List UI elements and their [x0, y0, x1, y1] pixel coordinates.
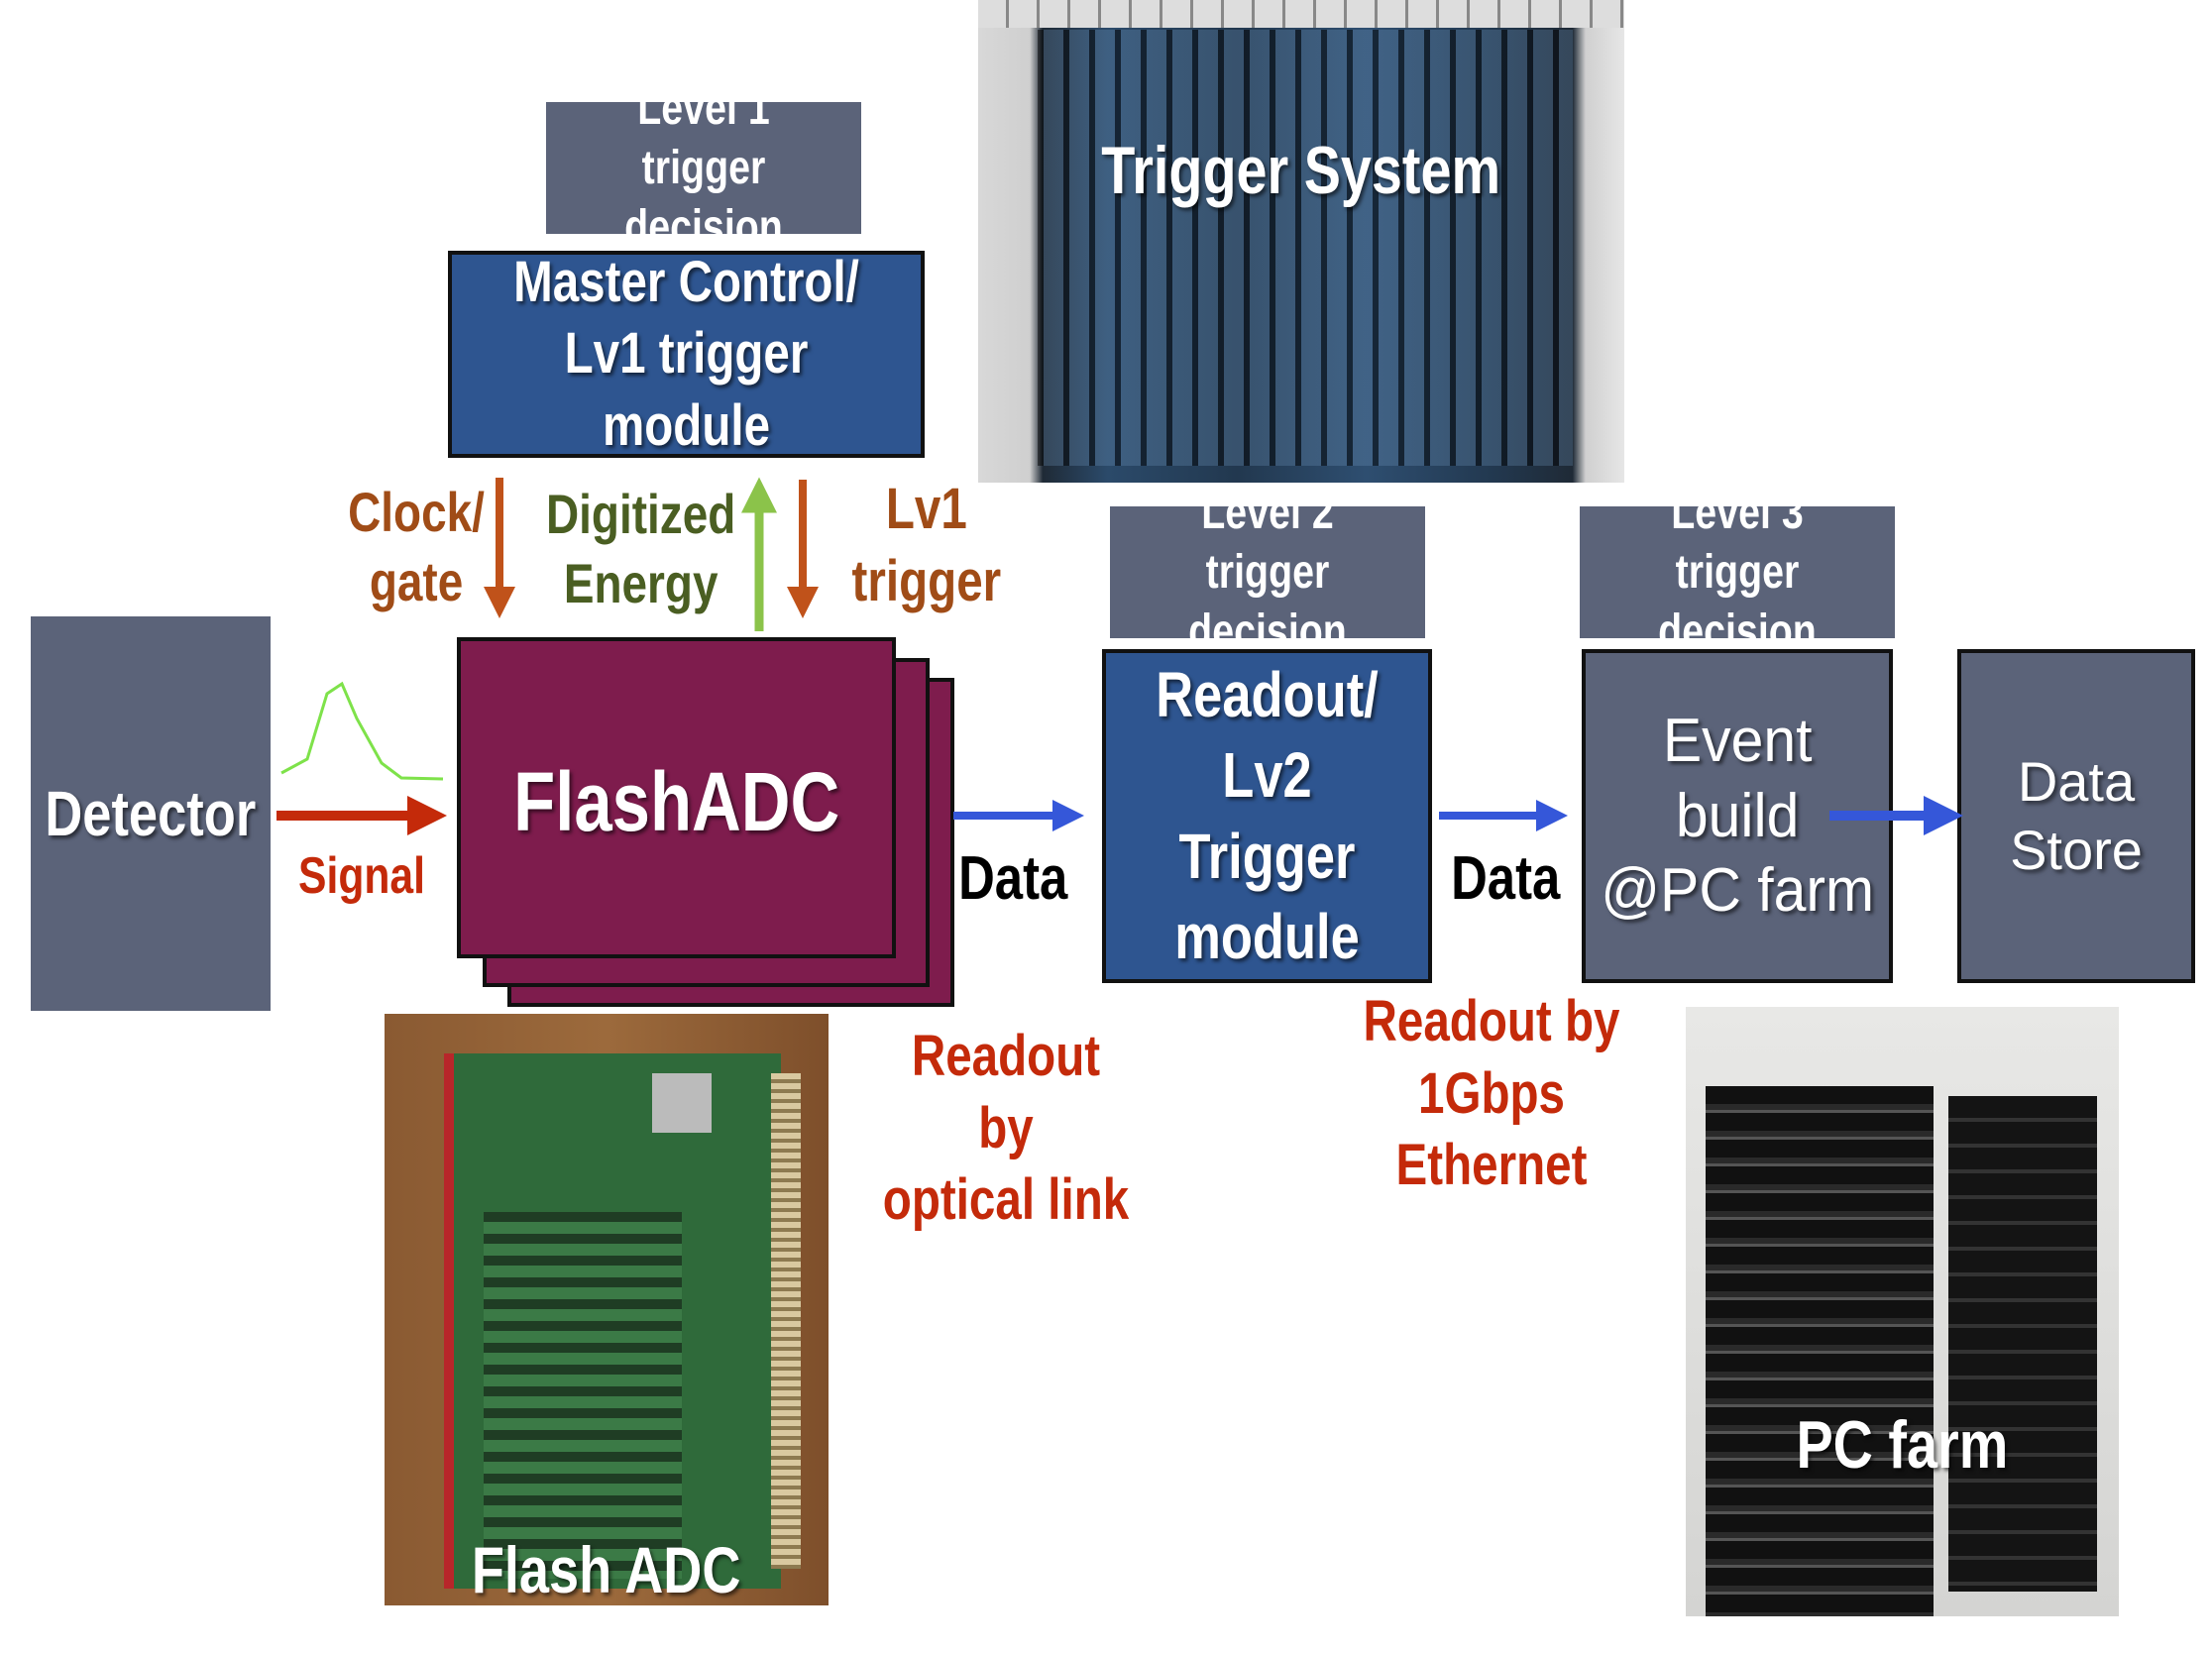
- master-control-label: Master Control/ Lv1 trigger module: [513, 249, 859, 458]
- data-store-box: Data Store: [1957, 649, 2195, 983]
- lv1-trigger-label: Lv1 trigger: [851, 477, 1002, 613]
- level3-decision-box: Level 3 trigger decision: [1580, 487, 1895, 658]
- data-label-2: Data: [1451, 844, 1561, 913]
- trigger-system-label: Trigger System: [1101, 133, 1501, 208]
- clock-gate-label: Clock/ gate: [348, 481, 485, 612]
- level3-decision-label: Level 3 trigger decision: [1658, 486, 1817, 658]
- flashadc-box: FlashADC: [457, 637, 896, 958]
- level1-decision-label: Level 1 trigger decision: [624, 81, 783, 254]
- readout-lv2-label: Readout/ Lv2 Trigger module: [1156, 658, 1379, 972]
- digitized-energy-label: Digitized Energy: [545, 483, 736, 614]
- pc-farm-photo: PC farm: [1686, 1007, 2119, 1616]
- flashadc-label: FlashADC: [512, 755, 840, 848]
- data-store-label: Data Store: [2010, 750, 2143, 881]
- event-build-label: Event build @PC farm: [1601, 707, 1874, 926]
- detector-box: Detector: [31, 616, 271, 1011]
- optical-link-note: Readout by optical link: [882, 1024, 1130, 1232]
- level2-decision-label: Level 2 trigger decision: [1188, 486, 1347, 658]
- trigger-system-photo: Trigger System: [978, 0, 1624, 483]
- ethernet-note: Readout by 1Gbps Ethernet: [1363, 989, 1620, 1197]
- level1-decision-box: Level 1 trigger decision: [546, 82, 861, 254]
- readout-lv2-box: Readout/ Lv2 Trigger module: [1102, 649, 1432, 983]
- signal-label: Signal: [298, 847, 425, 905]
- flashadc-board-photo: Flash ADC: [385, 1014, 829, 1605]
- detector-label: Detector: [45, 778, 257, 849]
- flashadc-photo-label: Flash ADC: [472, 1533, 741, 1605]
- pc-farm-photo-label: PC farm: [1796, 1407, 2009, 1483]
- signal-pulse-icon: [280, 681, 444, 781]
- level2-decision-box: Level 2 trigger decision: [1110, 487, 1425, 658]
- master-control-box: Master Control/ Lv1 trigger module: [448, 250, 925, 458]
- data-label-1: Data: [958, 844, 1068, 913]
